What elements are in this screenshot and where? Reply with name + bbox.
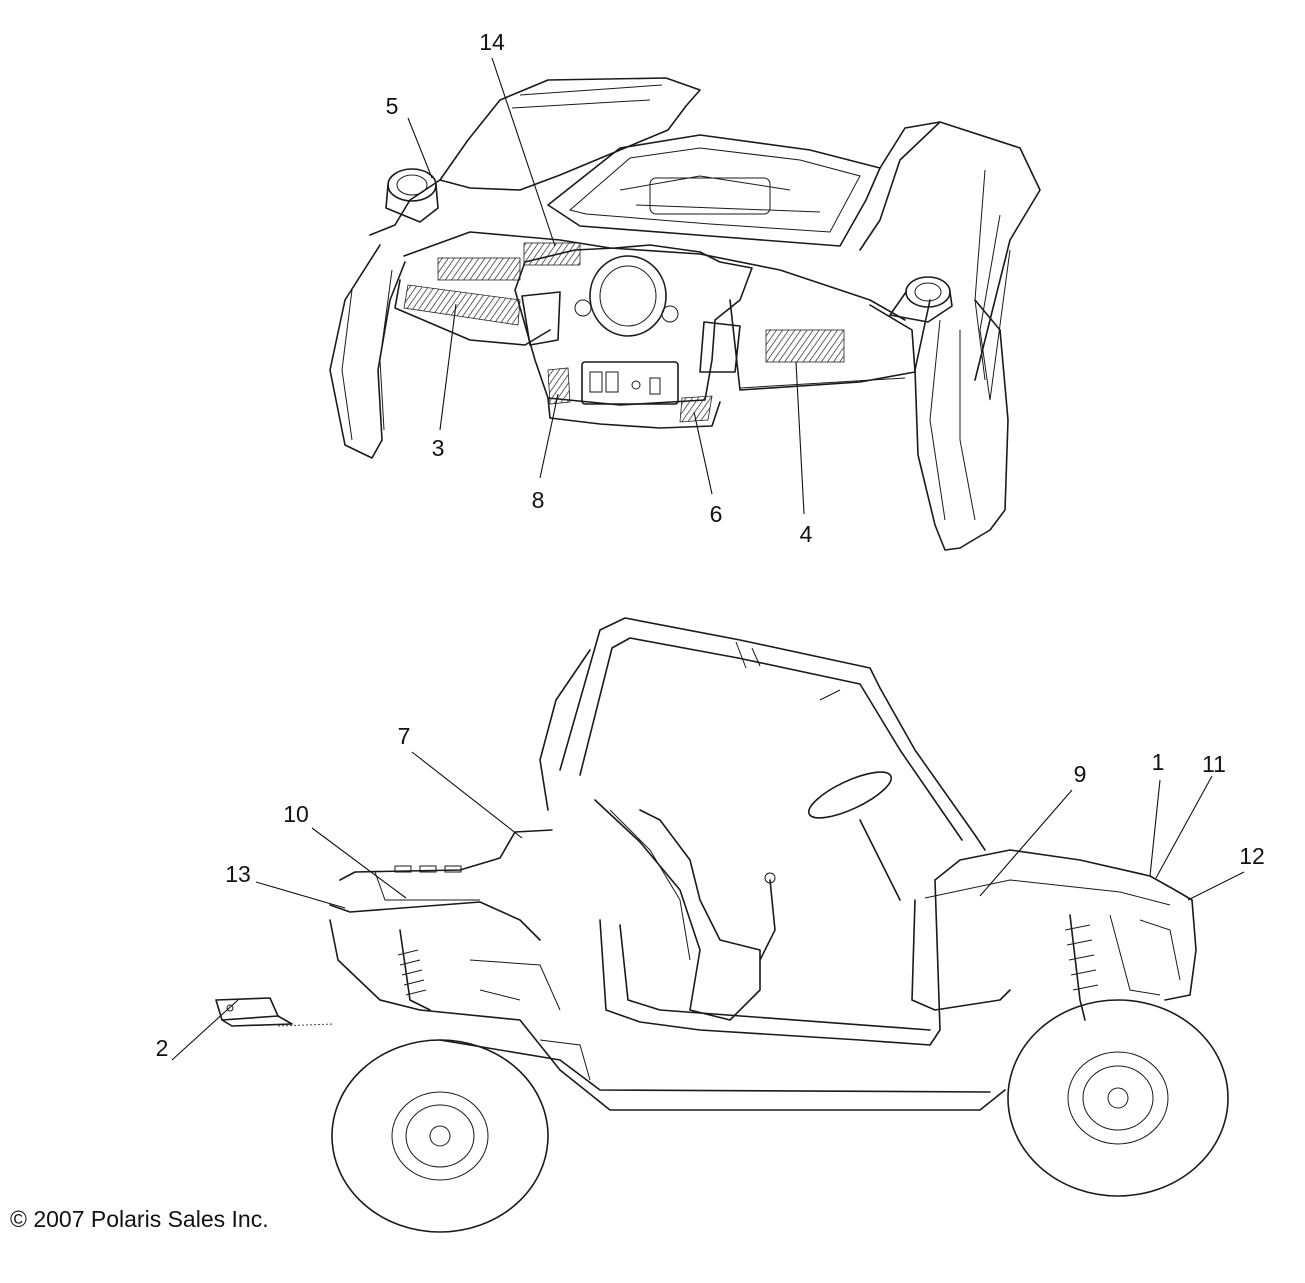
callout-3: 3 [432,435,445,461]
callout-11: 11 [1202,751,1226,777]
decal-3-area [403,284,521,326]
callout-8: 8 [532,487,545,513]
callout-7: 7 [398,723,411,749]
decal-14-area [523,242,581,266]
decal-8-area [547,367,571,405]
callout-10: 10 [283,801,309,827]
dashboard-assembly [329,77,1041,551]
decal-6-area [679,395,713,423]
callout-4: 4 [800,521,813,547]
callout-numbers: 5 14 3 8 6 4 7 10 13 2 9 1 11 12 [156,29,1265,1061]
copyright-notice: © 2007 Polaris Sales Inc. [10,1206,269,1232]
callout-14: 14 [479,29,505,55]
decal-3-upper [437,257,521,281]
callout-2: 2 [156,1035,169,1061]
decal-4-area [765,329,845,363]
callout-6: 6 [710,501,723,527]
callout-1: 1 [1152,749,1165,775]
callout-12: 12 [1239,843,1265,869]
callout-13: 13 [225,861,251,887]
vehicle-side-view [215,617,1229,1233]
leader-lines [171,57,1245,1061]
callout-5: 5 [386,93,399,119]
callout-9: 9 [1074,761,1087,787]
